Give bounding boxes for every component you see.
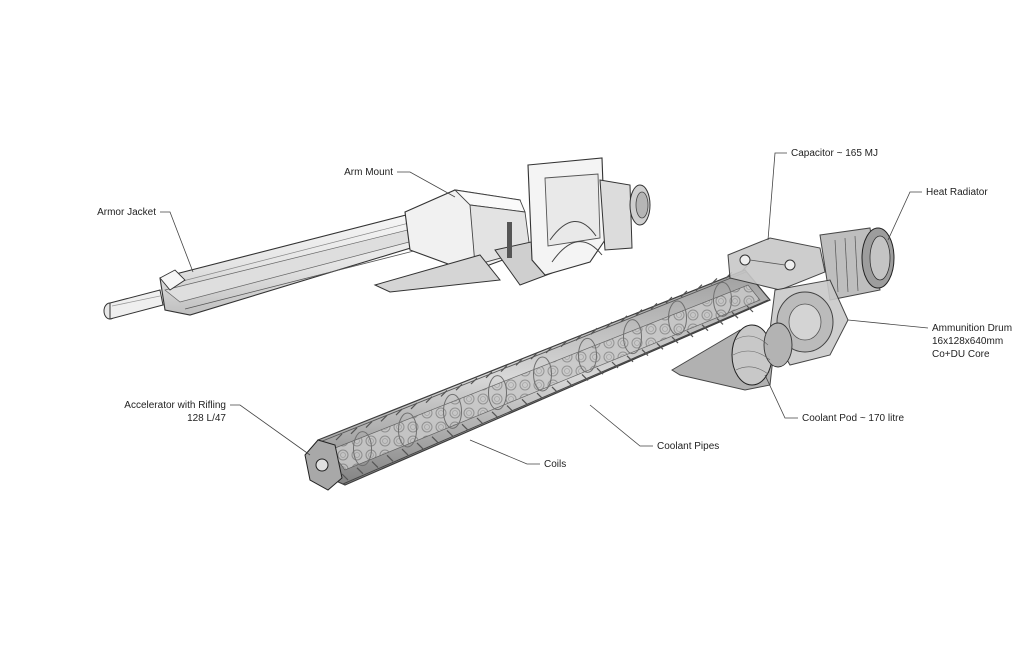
coolant-pipe-rib [536,392,544,400]
coil-segment [578,337,597,373]
coolant-pipe-rib [575,334,583,341]
leader-heat-radiator [887,191,922,241]
coil-segment [713,281,732,317]
coolant-pipe-rib [386,454,394,462]
coolant-pipe-rib [491,411,499,419]
coolant-pod [671,322,793,391]
coil-segment [488,375,507,411]
coolant-pipe-rib [446,430,454,437]
coolant-pipe-rib [551,386,559,394]
coolant-pipe-rib [515,358,523,366]
coolant-pipe-rib [365,421,373,428]
label-ammunition-core: Co+DU Core [932,349,990,360]
coolant-pipe-rib [485,371,493,379]
leader-coolant-pod [764,374,798,419]
coil-segment [533,356,552,392]
capacitor [727,237,826,291]
xray-cannon [304,227,895,491]
coolant-pipe-rib [371,461,379,468]
coolant-pipe-rib [680,290,688,298]
coolant-pipe-rib [470,377,478,385]
armor-jacket [159,204,472,316]
coolant-pipe-rib [611,361,619,369]
coolant-pipe-rib [476,417,484,425]
label-accelerator-spec: 128 L/47 [187,413,226,424]
coolant-pipe-rib [686,330,694,338]
leader-armor-jacket [160,211,194,273]
coolant-pipe-rib [461,423,469,431]
coolant-pipe-rib [701,324,709,332]
coolant-pipe-rib [425,396,433,404]
leader-accelerator [230,404,311,456]
label-heat-radiator: Heat Radiator [926,187,988,198]
coolant-pipe-rib [545,346,553,354]
coolant-pipe-rib [665,296,673,304]
coil-segment [398,412,417,448]
coolant-pipe-rib [656,342,664,350]
coolant-pipe-rib [596,367,604,375]
coolant-pipe-rib [626,355,634,363]
coolant-pipe-rib [440,390,448,397]
coolant-pipe-rib [566,380,574,388]
muzzle-tip [103,289,164,320]
leader-ammunition-drum [847,319,929,329]
coolant-pipe-rib [650,302,658,310]
label-capacitor: Capacitor ~ 165 MJ [791,148,878,159]
coolant-pipe-rib [410,402,418,410]
coolant-pipe-rib [620,315,628,323]
label-coolant-pipes: Coolant Pipes [657,441,720,452]
coolant-pipe-rib [560,340,568,348]
leader-arm-mount [397,171,456,198]
arm-mount [373,157,651,293]
accelerator-barrel [304,269,771,491]
label-armor-jacket: Armor Jacket [97,207,156,218]
coolant-pipe-rib [716,318,724,325]
coolant-pipe-rib [521,398,529,406]
coolant-pipe-rib [581,374,589,381]
coolant-pipe-rib [530,352,538,360]
heat-radiator [819,227,895,301]
coolant-pipe-rib [590,327,598,335]
coil-segment [443,393,462,429]
coolant-pipe-rib [356,467,364,475]
coolant-pipe-rib [731,311,739,319]
coolant-pipe-rib [710,278,718,285]
coolant-pipe-rib [746,305,754,313]
label-coolant-pod: Coolant Pod ~ 170 litre [802,413,905,424]
coolant-pipe-rib [335,433,343,441]
coolant-pipe-rib [506,405,514,412]
leader-lines [160,152,929,465]
coolant-pipe-rib [455,383,463,391]
coolant-pipe-rib [671,336,679,344]
coil-segment [353,431,372,467]
coolant-pipe-rib [380,414,388,422]
leader-coils [469,439,540,465]
coolant-pipes [335,265,754,481]
vent-grille [507,222,512,258]
leader-capacitor [767,152,787,241]
coil-segment [668,300,687,336]
coolant-pipe-rib [416,442,424,450]
coolant-pipe-rib [635,309,643,316]
label-coils: Coils [544,459,567,470]
coolant-pipe-rib [341,473,349,481]
coolant-pipe-rib [395,408,403,416]
coolant-pipe-rib [695,284,703,292]
armored-cannon [103,157,651,320]
coolant-pipe-rib [350,427,358,435]
coils [353,281,732,467]
coolant-pipe-rib [641,349,649,356]
label-ammunition-drum: Ammunition Drum [932,323,1013,334]
coolant-pipe-rib [605,321,613,329]
label-accelerator: Accelerator with Rifling [124,400,226,411]
coil-segment [623,319,642,355]
coolant-pipe-rib [500,365,508,372]
coolant-pipe-rib [431,436,439,444]
leader-coolant-pipes [589,404,653,447]
coolant-pipe-rib [401,448,409,456]
label-ammunition-size: 16x128x640mm [932,336,1004,347]
label-arm-mount: Arm Mount [344,167,393,178]
